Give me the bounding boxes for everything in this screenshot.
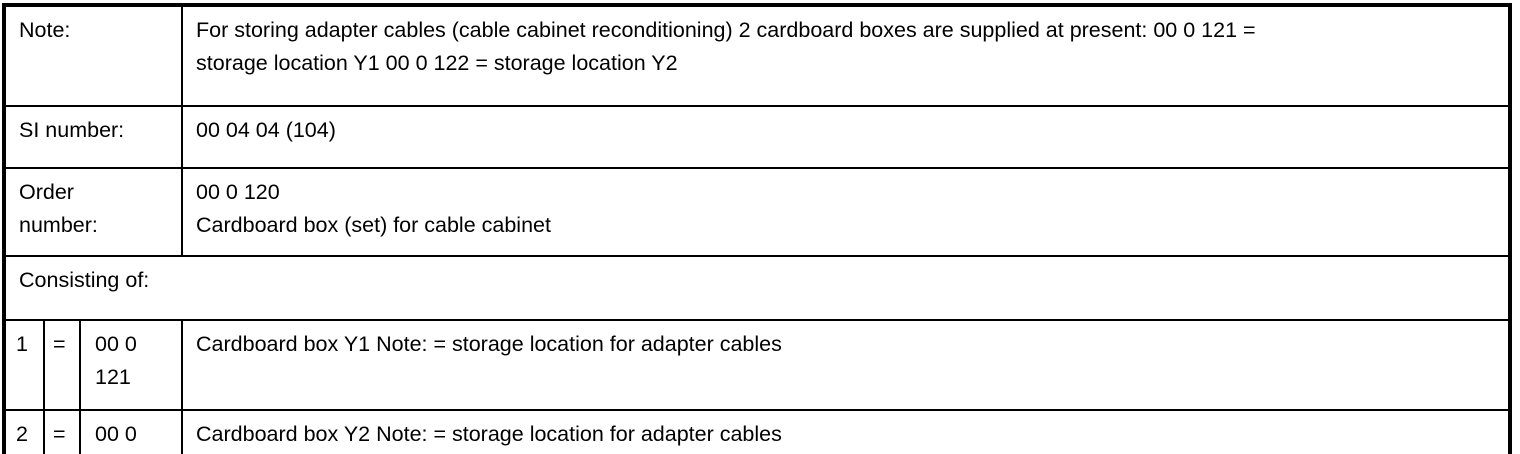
order-number-value: 00 0 120 Cardboard box (set) for cable c… <box>181 167 1511 257</box>
item-row-1: 1 = 00 0 121 Cardboard box Y1 Note: = st… <box>3 319 1511 411</box>
consisting-of-label: Consisting of: <box>3 255 1511 321</box>
item-2-index: 2 <box>3 409 45 454</box>
item-1-description: Cardboard box Y1 Note: = storage locatio… <box>181 319 1511 411</box>
order-number-row: Order number: 00 0 120 Cardboard box (se… <box>2 167 1511 257</box>
note-row: Note: For storing adapter cables (cable … <box>2 4 1511 107</box>
item-1-part-number: 00 0 121 <box>78 319 184 411</box>
consisting-of-row: Consisting of: <box>3 255 1511 321</box>
si-number-label: SI number: <box>2 105 184 169</box>
service-info-table: Note: For storing adapter cables (cable … <box>2 3 1512 454</box>
item-2-part-number: 00 0 122 <box>78 409 184 454</box>
item-2-description: Cardboard box Y2 Note: = storage locatio… <box>181 409 1511 454</box>
note-label: Note: <box>2 4 184 107</box>
note-content: For storing adapter cables (cable cabine… <box>181 4 1511 107</box>
item-1-index: 1 <box>3 319 45 411</box>
order-number-label: Order number: <box>2 167 184 257</box>
item-1-equals-sign: = <box>43 319 81 411</box>
item-row-2: 2 = 00 0 122 Cardboard box Y2 Note: = st… <box>3 409 1511 454</box>
si-number-row: SI number: 00 04 04 (104) <box>2 105 1511 169</box>
item-2-equals-sign: = <box>43 409 81 454</box>
si-number-value: 00 04 04 (104) <box>181 105 1511 169</box>
